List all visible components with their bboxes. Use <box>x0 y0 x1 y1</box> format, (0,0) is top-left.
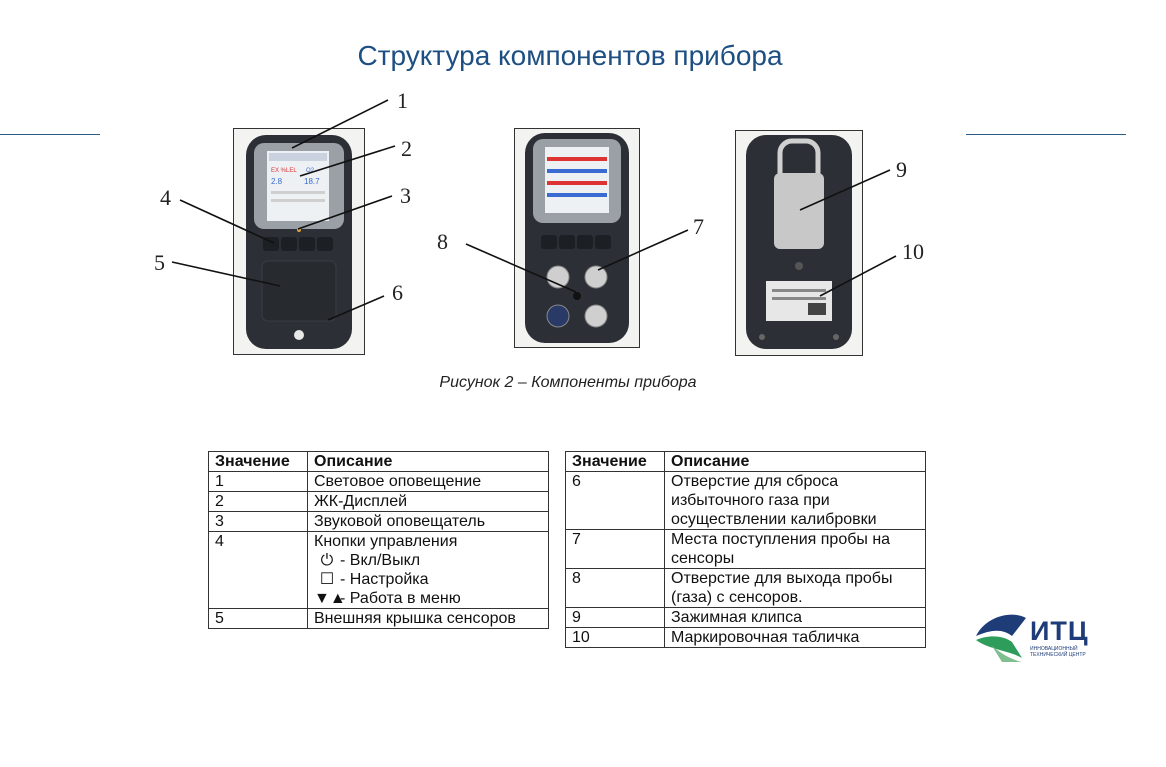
logo-text: ИТЦ <box>1030 616 1089 646</box>
right-divider <box>966 134 1126 135</box>
device-back-photo <box>735 130 863 356</box>
description-line: Отверстие для сброса <box>671 473 839 490</box>
table-cell-value: 1 <box>208 471 308 492</box>
page-title: Структура компонентов прибора <box>357 40 783 71</box>
table-cell-description: Отверстие для сброса избыточного газа пр… <box>664 471 926 530</box>
table-cell-description: ЖК-Дисплей <box>307 491 549 512</box>
control-settings: ☐ - Настройка <box>314 570 542 589</box>
device-back-illustration <box>746 135 852 349</box>
callout-number-2: 2 <box>401 136 412 161</box>
legend-table-right: Значение Описание 6 Отверстие для сброса… <box>565 451 926 648</box>
screen-label-ex: EX %LEL <box>271 168 297 174</box>
description-line: избыточного газа при <box>671 492 830 509</box>
screen-value-ex: 2.8 <box>271 177 283 186</box>
column-header-value: Значение <box>565 451 665 472</box>
callout-number-10: 10 <box>902 239 924 264</box>
callout-number-1: 1 <box>397 88 408 113</box>
table-row: 7 Места поступления пробы на сенсоры <box>565 529 926 569</box>
table-row: 9 Зажимная клипса <box>565 607 926 628</box>
figure-caption: Рисунок 2 – Компоненты прибора <box>439 374 697 391</box>
table-row: 8 Отверстие для выхода пробы (газа) с се… <box>565 568 926 608</box>
screen-value-o2: 18.7 <box>304 177 320 186</box>
control-power: ⏻ - Вкл/Выкл <box>314 551 542 570</box>
table-cell-description: Звуковой оповещатель <box>307 511 549 532</box>
table-cell-description: Маркировочная табличка <box>664 627 926 648</box>
control-menu-label: - Работа в меню <box>340 590 461 607</box>
table-header-row: Значение Описание <box>565 451 926 472</box>
table-cell-description: Кнопки управления ⏻ - Вкл/Выкл ☐ - Настрой… <box>307 531 549 609</box>
callout-number-3: 3 <box>400 183 411 208</box>
callout-number-6: 6 <box>392 280 403 305</box>
table-row: 3 Звуковой оповещатель <box>208 511 549 532</box>
table-cell-value: 8 <box>565 568 665 608</box>
description-line: сенсоры <box>671 550 735 567</box>
callout-number-5: 5 <box>154 250 165 275</box>
logo-subtitle: ИННОВАЦИОННЫЙ ТЕХНИЧЕСКИЙ ЦЕНТР <box>1030 646 1086 658</box>
callout-number-4: 4 <box>160 185 171 210</box>
table-cell-value: 2 <box>208 491 308 512</box>
device-sensors-illustration <box>525 133 629 343</box>
company-logo: ИТЦ ИННОВАЦИОННЫЙ ТЕХНИЧЕСКИЙ ЦЕНТР <box>972 606 1104 666</box>
table-cell-value: 10 <box>565 627 665 648</box>
table-header-row: Значение Описание <box>208 451 549 472</box>
screen-label-o2: O2 <box>306 168 315 174</box>
table-cell-description: Световое оповещение <box>307 471 549 492</box>
table-row: 10 Маркировочная табличка <box>565 627 926 648</box>
table-cell-value: 7 <box>565 529 665 569</box>
controls-title: Кнопки управления <box>314 533 458 550</box>
control-power-label: - Вкл/Выкл <box>340 552 421 569</box>
table-cell-value: 4 <box>208 531 308 609</box>
callout-number-7: 7 <box>693 214 704 239</box>
column-header-description: Описание <box>664 451 926 472</box>
power-icon: ⏻ <box>320 552 334 569</box>
square-icon: ☐ <box>319 571 335 588</box>
table-cell-description: Внешняя крышка сенсоров <box>307 608 549 629</box>
table-cell-value: 3 <box>208 511 308 532</box>
table-cell-value: 6 <box>565 471 665 530</box>
table-row: 5 Внешняя крышка сенсоров <box>208 608 549 629</box>
device-front-illustration: EX %LEL O2 2.8 18.7 <box>246 135 352 349</box>
callout-number-9: 9 <box>896 157 907 182</box>
table-cell-description: Места поступления пробы на сенсоры <box>664 529 926 569</box>
table-cell-value: 9 <box>565 607 665 628</box>
table-row: 1 Световое оповещение <box>208 471 549 492</box>
table-cell-value: 5 <box>208 608 308 629</box>
column-header-description: Описание <box>307 451 549 472</box>
description-line: Отверстие для выхода пробы <box>671 570 893 587</box>
description-line: осуществлении калибровки <box>671 511 877 528</box>
device-sensors-photo <box>514 128 640 348</box>
table-row: 6 Отверстие для сброса избыточного газа … <box>565 471 926 530</box>
table-row: 4 Кнопки управления ⏻ - Вкл/Выкл ☐ - Настр… <box>208 531 549 609</box>
description-line: Места поступления пробы на <box>671 531 891 548</box>
left-divider <box>0 134 100 135</box>
table-cell-description: Отверстие для выхода пробы (газа) с сенс… <box>664 568 926 608</box>
table-row: 2 ЖК-Дисплей <box>208 491 549 512</box>
logo-mark-icon <box>976 614 1026 662</box>
legend-table-left: Значение Описание 1 Световое оповещение … <box>208 451 549 629</box>
callout-number-8: 8 <box>437 229 448 254</box>
column-header-value: Значение <box>208 451 308 472</box>
control-menu: ▼▲- Работа в меню <box>314 589 542 608</box>
device-front-photo: EX %LEL O2 2.8 18.7 <box>233 128 365 355</box>
control-settings-label: - Настройка <box>340 571 429 588</box>
arrows-icon: ▼▲ <box>314 590 346 607</box>
table-cell-description: Зажимная клипса <box>664 607 926 628</box>
description-line: (газа) с сенсоров. <box>671 589 803 606</box>
